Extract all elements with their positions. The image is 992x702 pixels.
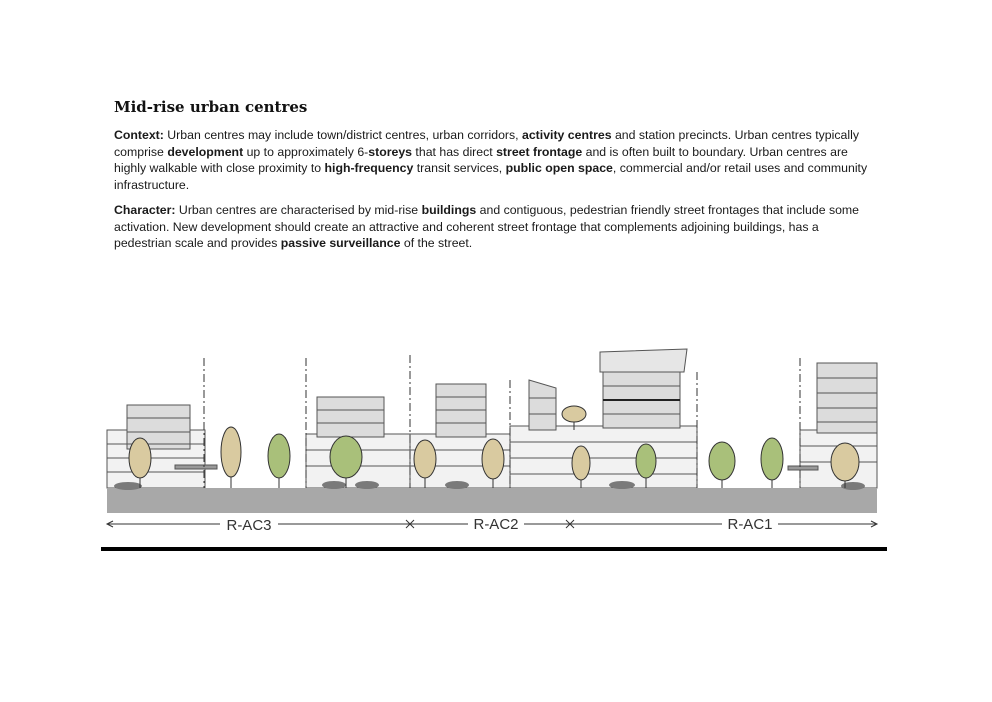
building-upper — [528, 379, 557, 431]
character-text: Urban centres are characterised by mid-r… — [114, 203, 859, 250]
tree — [830, 442, 860, 488]
bold-term: passive surveillance — [280, 236, 401, 250]
text-run: transit services, — [413, 161, 506, 175]
text-run: of the street. — [400, 236, 473, 250]
bold-term: buildings — [421, 203, 477, 217]
page-title: Mid-rise urban centres — [114, 98, 308, 116]
context-text: Urban centres may include town/district … — [114, 128, 867, 192]
text-run: and is often built to boundary. Urban ce… — [114, 144, 848, 176]
tree — [220, 426, 242, 488]
context-label: Context: — [114, 128, 164, 142]
text-run: that has direct — [412, 144, 497, 159]
building-upper — [316, 396, 385, 438]
bold-term: activity centres — [522, 128, 612, 142]
building-upper — [816, 362, 878, 434]
zone-label-r-ac1: R-AC1 — [727, 516, 772, 533]
text-run: up to approximately 6- — [243, 144, 369, 159]
trees — [128, 405, 860, 488]
building — [509, 425, 698, 489]
ground-strip — [107, 488, 877, 513]
tree — [708, 441, 736, 488]
boundary-lines — [203, 355, 801, 488]
bold-term: high-frequency — [324, 161, 414, 175]
cars — [114, 481, 865, 490]
tree — [329, 435, 363, 488]
bottom-rule — [101, 547, 887, 551]
tree — [413, 439, 437, 488]
text-run: Urban centres may include town/district … — [163, 128, 522, 142]
text-run: and contiguous, pedestrian friendly stre… — [114, 203, 860, 250]
bold-term: development — [167, 144, 244, 159]
character-paragraph: Character: Urban centres are characteris… — [114, 202, 874, 252]
zone-label-r-ac2: R-AC2 — [473, 516, 518, 533]
context-paragraph: Context: Urban centres may include town/… — [114, 127, 874, 193]
tree — [571, 445, 591, 488]
tree — [635, 443, 657, 488]
text-run: and station precincts. Urban centres typ… — [114, 128, 859, 159]
text-run: Urban centres are characterised by mid-r… — [175, 203, 422, 217]
tree — [561, 405, 587, 430]
building-upper — [599, 348, 688, 373]
zone-label-r-ac3: R-AC3 — [226, 517, 271, 534]
tree — [128, 437, 152, 488]
bold-term: street frontage — [496, 144, 583, 159]
bold-term: storeys — [368, 144, 413, 159]
bold-term: public open space — [505, 161, 613, 175]
text-run: , commercial and/or retail uses and comm… — [114, 161, 868, 192]
zone-dimension-lines — [105, 519, 879, 529]
tree — [267, 433, 291, 488]
tree — [760, 437, 784, 488]
tree — [481, 438, 505, 488]
character-label: Character: — [114, 203, 176, 217]
